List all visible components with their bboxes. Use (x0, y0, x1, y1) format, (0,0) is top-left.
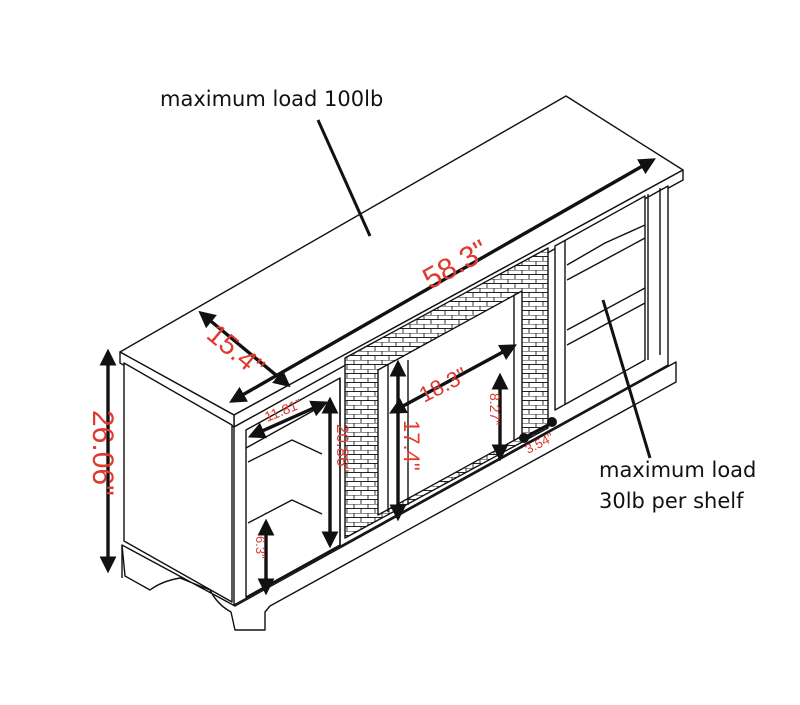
cabinet (119, 95, 684, 631)
dimension-arrows (99, 158, 656, 596)
fireplace-width-arrow (389, 344, 517, 414)
inner-depth-dot-right (547, 417, 557, 427)
bottom-clearance-label: 6.3" (253, 536, 268, 559)
inner-depth-dot-left (519, 433, 529, 443)
inner-depth-line (523, 421, 553, 440)
left-side-panel (123, 362, 233, 603)
side-opening-label: 20.86" (333, 424, 352, 473)
cabinet-base (121, 361, 677, 631)
top-load-leader (316, 119, 372, 237)
width-arrow (229, 158, 656, 403)
fireplace-height-label: 17.4" (399, 420, 424, 471)
left-bay-shelf-1 (247, 439, 323, 463)
depth-arrow (198, 310, 291, 388)
shelf-load-note-line1: maximum load (599, 458, 757, 482)
top-load-note: maximum load 100lb (160, 87, 384, 111)
left-bay-shelf-2 (247, 499, 323, 524)
side-shelf-depth-arrow (247, 400, 329, 439)
inner-height-label: 8.27" (487, 393, 503, 425)
height-label: 26.06" (86, 410, 119, 496)
shelf-load-note-line2: 30lb per shelf (599, 489, 744, 513)
